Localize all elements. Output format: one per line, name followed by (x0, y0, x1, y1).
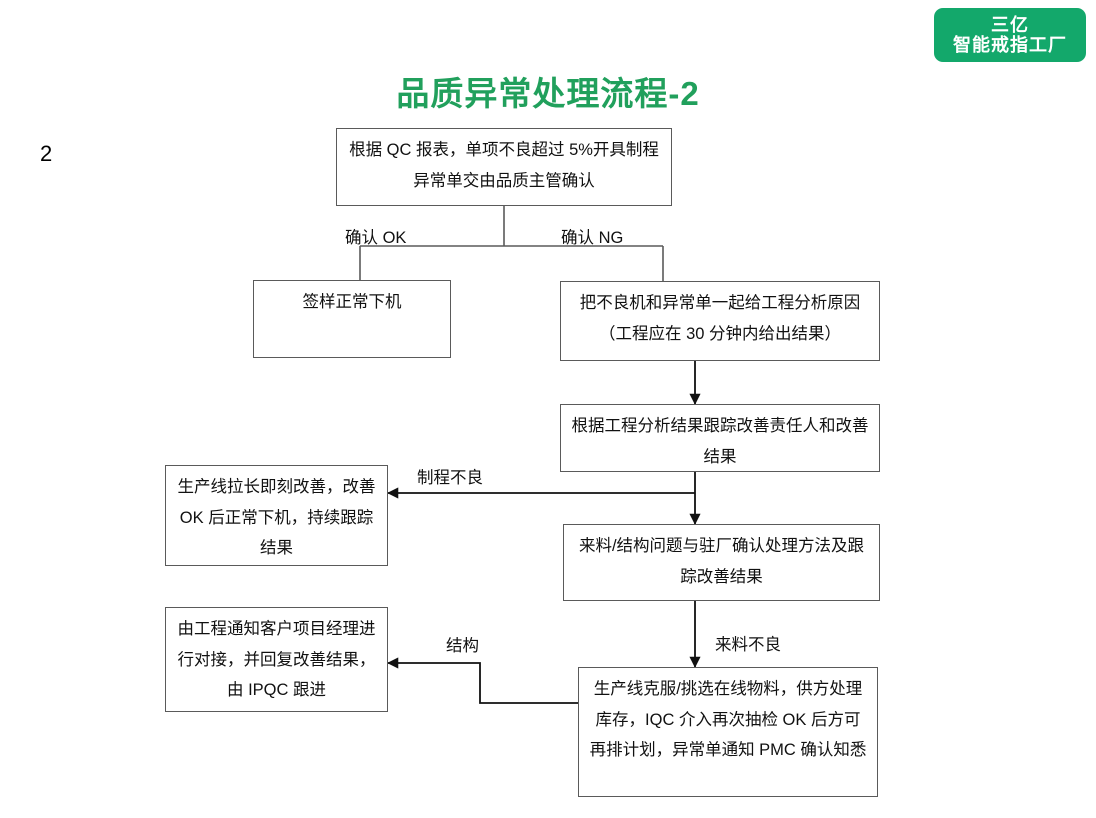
node-track-improvement-owner[interactable]: 根据工程分析结果跟踪改善责任人和改善结果 (560, 404, 880, 472)
node-line-leader-text: 生产线拉长即刻改善，改善 OK 后正常下机，持续跟踪结果 (177, 478, 376, 558)
node-material-structure-confirm[interactable]: 来料/结构问题与驻厂确认处理方法及跟踪改善结果 (563, 524, 880, 601)
company-logo-badge: 三亿 智能戒指工厂 (934, 8, 1086, 62)
node-sign-sample-normal-offline[interactable]: 签样正常下机 (253, 280, 451, 358)
node-engineering-analysis[interactable]: 把不良机和异常单一起给工程分析原因（工程应在 30 分钟内给出结果） (560, 281, 880, 361)
node-sign-sample-text: 签样正常下机 (302, 293, 402, 311)
node-line-overcome-sort-material[interactable]: 生产线克服/挑选在线物料，供方处理库存，IQC 介入再次抽检 OK 后方可再排计… (578, 667, 878, 797)
slide-number: 2 (40, 141, 53, 166)
node-engineering-analysis-text: 把不良机和异常单一起给工程分析原因（工程应在 30 分钟内给出结果） (579, 294, 861, 343)
node-notify-customer-text: 由工程通知客户项目经理进行对接，并回复改善结果，由 IPQC 跟进 (177, 620, 376, 700)
edge-label-incoming-material-defect: 来料不良 (715, 636, 781, 654)
logo-line-2: 智能戒指工厂 (953, 35, 1067, 55)
page-title: 品质异常处理流程-2 (396, 75, 700, 112)
node-notify-customer-project-manager[interactable]: 由工程通知客户项目经理进行对接，并回复改善结果，由 IPQC 跟进 (165, 607, 388, 712)
node-qc-report[interactable]: 根据 QC 报表，单项不良超过 5%开具制程异常单交由品质主管确认 (336, 128, 672, 206)
edge-label-confirm-ok: 确认 OK (345, 229, 407, 247)
edge-label-structure: 结构 (446, 637, 479, 655)
node-line-overcome-text: 生产线克服/挑选在线物料，供方处理库存，IQC 介入再次抽检 OK 后方可再排计… (589, 680, 867, 760)
edge-label-process-defect: 制程不良 (417, 469, 483, 487)
node-material-structure-text: 来料/结构问题与驻厂确认处理方法及跟踪改善结果 (578, 537, 865, 586)
edge-label-confirm-ng: 确认 NG (561, 229, 624, 247)
node-qc-report-text: 根据 QC 报表，单项不良超过 5%开具制程异常单交由品质主管确认 (349, 141, 659, 190)
node-line-leader-immediate-improve[interactable]: 生产线拉长即刻改善，改善 OK 后正常下机，持续跟踪结果 (165, 465, 388, 566)
connector-structure-to-notify-customer (387, 657, 578, 704)
node-track-improvement-text: 根据工程分析结果跟踪改善责任人和改善结果 (571, 417, 869, 466)
logo-line-1: 三亿 (991, 14, 1029, 35)
